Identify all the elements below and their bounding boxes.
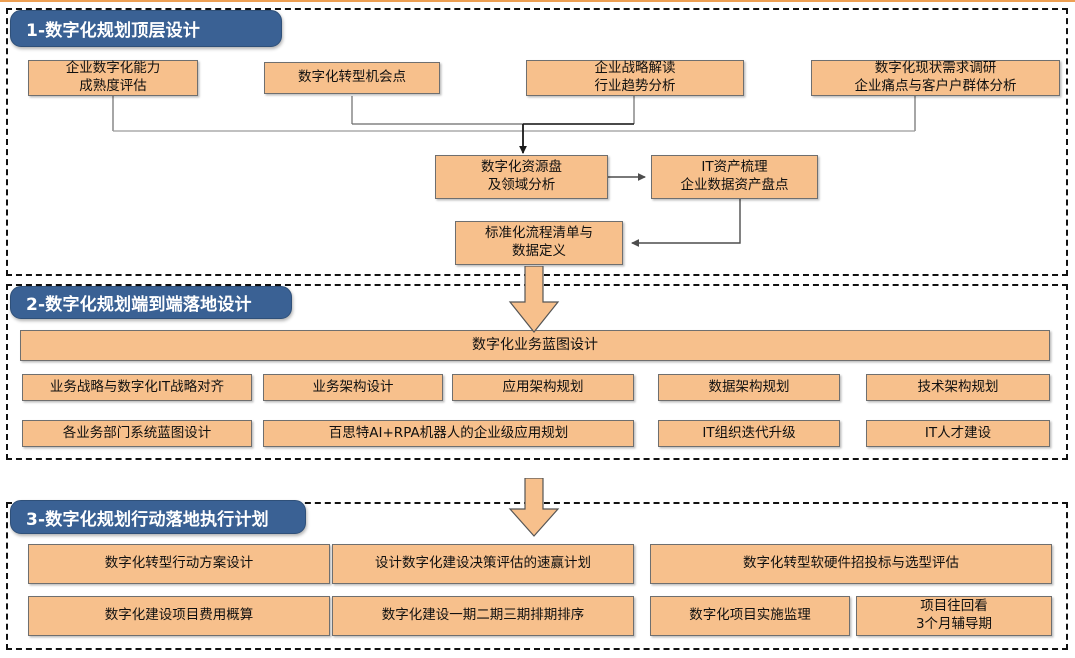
s3-box-phase-scheduling[interactable]: 数字化建设一期二期三期排期排序 — [332, 596, 634, 636]
s1-box-transformation-opportunity[interactable]: 数字化转型机会点 — [264, 62, 440, 94]
s1-box-standard-process-list[interactable]: 标准化流程清单与 数据定义 — [455, 221, 623, 265]
s1-box-strategy-interpretation[interactable]: 企业战略解读 行业趋势分析 — [526, 60, 744, 96]
arrow-section2-to-section3 — [508, 478, 560, 537]
s2-banner-business-blueprint[interactable]: 数字化业务蓝图设计 — [20, 330, 1050, 361]
s2-box-technology-architecture[interactable]: 技术架构规划 — [866, 374, 1050, 401]
s2-box-application-architecture[interactable]: 应用架构规划 — [452, 374, 634, 401]
s2-box-it-org-upgrade[interactable]: IT组织迭代升级 — [658, 420, 840, 447]
top-rule-divider — [0, 0, 1075, 2]
arrow-section1-to-section2 — [508, 266, 560, 333]
s3-box-retrospective-coaching[interactable]: 项目往回看 3个月辅导期 — [856, 596, 1052, 636]
section-1-title: 1-数字化规划顶层设计 — [10, 10, 282, 47]
s2-box-strategy-alignment[interactable]: 业务战略与数字化IT战略对齐 — [22, 374, 252, 401]
s2-box-business-architecture[interactable]: 业务架构设计 — [263, 374, 443, 401]
s1-box-it-asset-review[interactable]: IT资产梳理 企业数据资产盘点 — [651, 155, 818, 199]
s1-box-status-demand-research[interactable]: 数字化现状需求调研 企业痛点与客户户群体分析 — [811, 60, 1060, 96]
s2-box-department-blueprint[interactable]: 各业务部门系统蓝图设计 — [22, 420, 252, 447]
s3-box-project-supervision[interactable]: 数字化项目实施监理 — [650, 596, 850, 636]
s2-box-ai-rpa-plan[interactable]: 百思特AI+RPA机器人的企业级应用规划 — [263, 420, 634, 447]
s1-box-resource-inventory[interactable]: 数字化资源盘 及领域分析 — [435, 155, 608, 199]
s1-box-capability-maturity[interactable]: 企业数字化能力 成熟度评估 — [28, 60, 198, 96]
s2-box-data-architecture[interactable]: 数据架构规划 — [658, 374, 840, 401]
s3-box-action-plan-design[interactable]: 数字化转型行动方案设计 — [28, 544, 330, 584]
section-3-title: 3-数字化规划行动落地执行计划 — [10, 500, 306, 534]
s3-box-cost-estimate[interactable]: 数字化建设项目费用概算 — [28, 596, 330, 636]
s2-box-it-talent[interactable]: IT人才建设 — [866, 420, 1050, 447]
s3-box-quickwin-plan[interactable]: 设计数字化建设决策评估的速赢计划 — [332, 544, 634, 584]
section-2-title: 2-数字化规划端到端落地设计 — [10, 286, 292, 319]
s3-box-hw-sw-bidding[interactable]: 数字化转型软硬件招投标与选型评估 — [650, 544, 1052, 584]
